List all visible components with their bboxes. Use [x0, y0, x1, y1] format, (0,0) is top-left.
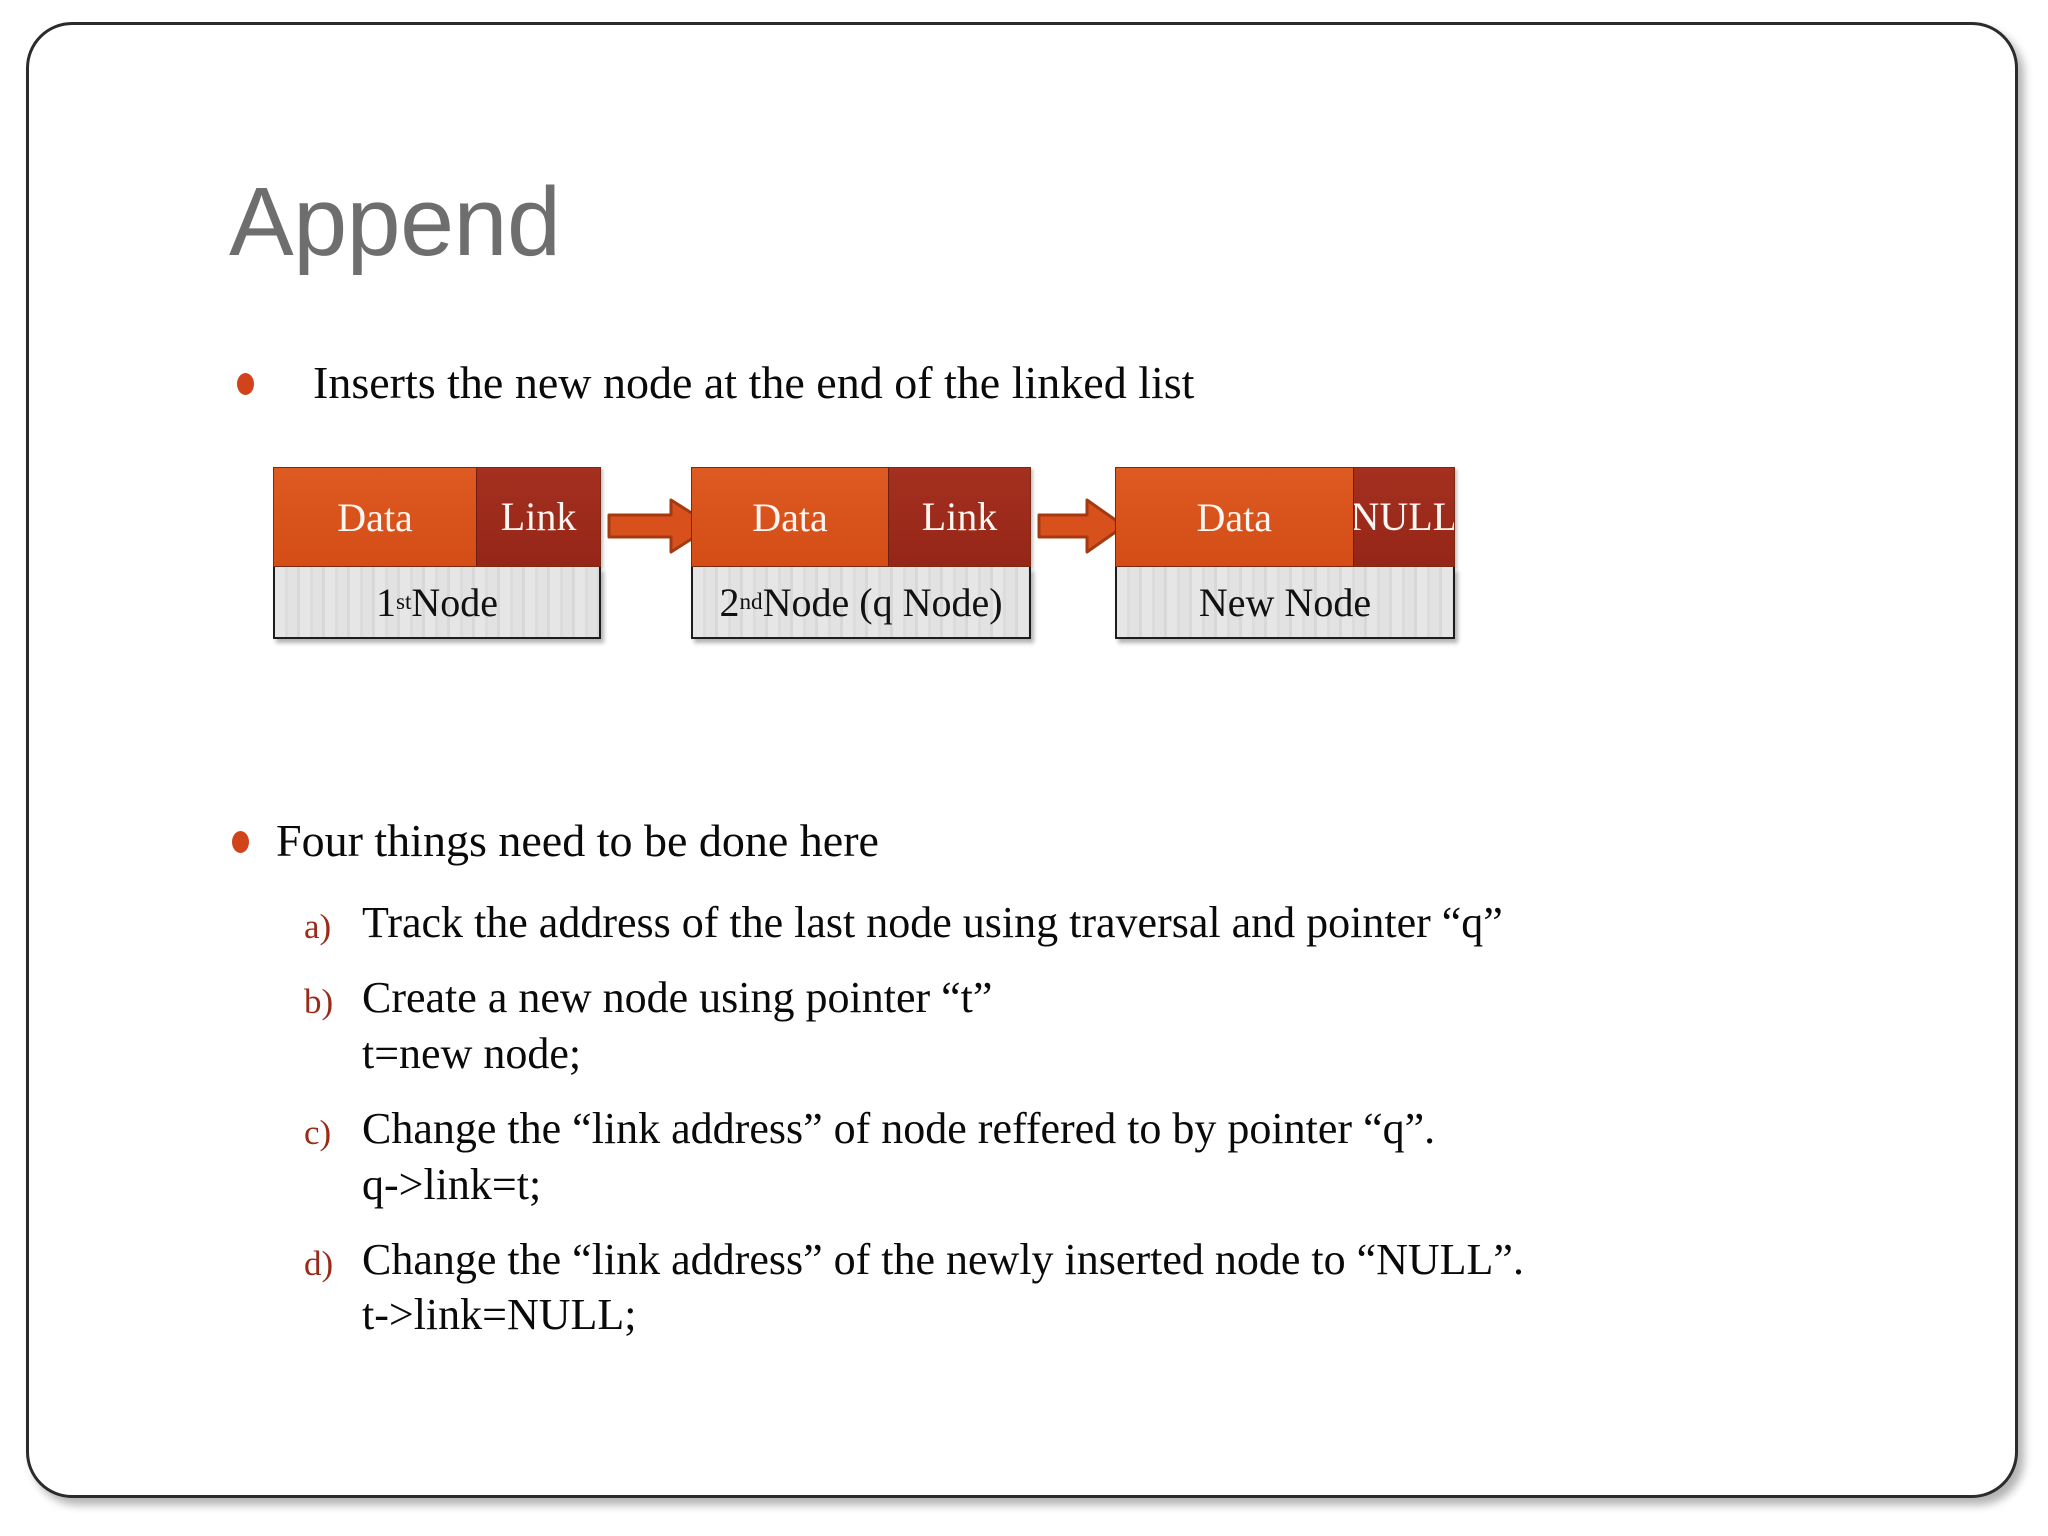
node-data-cell: Data — [274, 468, 477, 566]
arrow-right-icon-2 — [1037, 495, 1127, 562]
step-body: Track the address of the last node using… — [362, 897, 1503, 949]
node-link-cell-null: NULL — [1352, 468, 1454, 566]
node-link-cell: Link — [476, 468, 600, 566]
step-marker: a) — [304, 907, 332, 946]
list-item-step-d: d) Change the “link address” of the newl… — [304, 1234, 1904, 1342]
slide-canvas: Append Inserts the new node at the end o… — [26, 22, 2018, 1498]
step-text: Create a new node using pointer “t” — [362, 972, 993, 1022]
node-data-cell: Data — [1116, 468, 1353, 566]
step-marker: c) — [304, 1112, 332, 1152]
step-text: Change the “link address” of node reffer… — [362, 1103, 1436, 1153]
bullet-dot-icon — [237, 373, 254, 395]
step-code: q->link=t; — [362, 1159, 542, 1209]
step-body: Create a new node using pointer “t” t=ne… — [362, 972, 992, 1080]
node-data-cell: Data — [692, 468, 889, 566]
node-caption-prefix: 2 — [719, 579, 740, 625]
step-code: t=new node; — [362, 1028, 582, 1078]
bullet-item-inserts: Inserts the new node at the end of the l… — [237, 357, 1194, 409]
step-marker: d) — [304, 1243, 334, 1283]
node-cells: Data Link — [273, 467, 601, 567]
step-marker: b) — [304, 981, 334, 1021]
node-link-cell: Link — [888, 468, 1030, 566]
node-caption-prefix: 1 — [375, 579, 396, 625]
node-caption: New Node — [1115, 567, 1455, 639]
node-cells: Data Link — [691, 467, 1031, 567]
bullet-dot-icon — [232, 831, 249, 853]
node-caption-suffix: New Node — [1198, 579, 1372, 625]
bullet-text: Four things need to be done here — [276, 815, 879, 866]
step-body: Change the “link address” of node reffer… — [362, 1103, 1435, 1211]
steps-list: a) Track the address of the last node us… — [304, 897, 1904, 1364]
bullet-item-four-things: Four things need to be done here — [232, 815, 879, 867]
step-text: Change the “link address” of the newly i… — [362, 1234, 1524, 1284]
node-caption-suffix: Node (q Node) — [762, 579, 1003, 625]
step-text: Track the address of the last node using… — [362, 898, 1503, 947]
page-title: Append — [229, 167, 561, 276]
bullet-text: Inserts the new node at the end of the l… — [313, 357, 1195, 408]
node-cells: Data NULL — [1115, 467, 1455, 567]
step-body: Change the “link address” of the newly i… — [362, 1234, 1524, 1342]
step-code: t->link=NULL; — [362, 1290, 637, 1340]
list-node-3[interactable]: Data NULL New Node — [1115, 467, 1455, 639]
list-item-step-a: a) Track the address of the last node us… — [304, 897, 1904, 949]
list-item-step-c: c) Change the “link address” of node ref… — [304, 1103, 1904, 1211]
node-caption-suffix: Node — [411, 579, 499, 625]
list-item-step-b: b) Create a new node using pointer “t” t… — [304, 972, 1904, 1080]
